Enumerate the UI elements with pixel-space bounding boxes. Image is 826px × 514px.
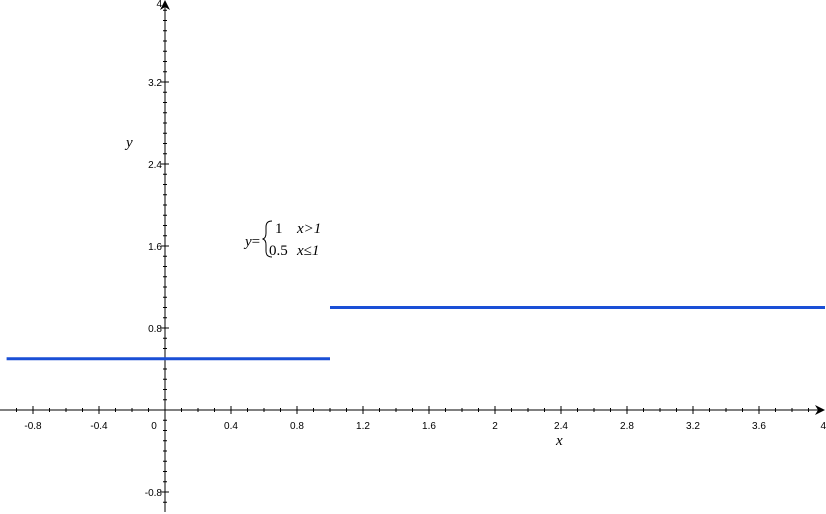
x-axis-label: x <box>555 433 563 449</box>
y-tick-label: 3.2 <box>148 78 162 89</box>
x-tick-label: 0.4 <box>224 421 238 432</box>
x-tick-label: 1.6 <box>422 421 436 432</box>
ticks <box>16 9 809 503</box>
y-tick-label: 4 <box>156 0 162 10</box>
x-tick-label: 4 <box>820 421 826 432</box>
x-tick-label: 2 <box>492 421 498 432</box>
x-tick-label: -0.8 <box>24 421 42 432</box>
x-tick-label: 0 <box>151 421 157 432</box>
y-axis-arrow <box>160 0 170 10</box>
x-axis-arrow <box>815 405 825 415</box>
case-value: 0.5 <box>269 243 288 259</box>
y-axis-label: y <box>124 135 133 151</box>
case-value: 1 <box>275 221 283 237</box>
x-tick-label: 2.4 <box>554 421 568 432</box>
x-tick-label: 3.2 <box>686 421 700 432</box>
series <box>6 306 825 361</box>
x-tick-label: 2.8 <box>620 421 634 432</box>
x-tick-label: 1.2 <box>356 421 370 432</box>
x-tick-label: -0.4 <box>90 421 108 432</box>
equation-brace <box>262 220 273 258</box>
equation-lhs: y= <box>243 234 260 250</box>
x-tick-labels: -0.8 -0.4 0 0.4 0.8 1.2 1.6 2 2.4 2.8 3.2 3.6 4 <box>24 421 826 432</box>
equation-annotation: y= 1 x>1 0.5 x≤1 <box>243 220 321 259</box>
x-tick-label: 0.8 <box>290 421 304 432</box>
case-condition: x>1 <box>296 221 321 237</box>
y-tick-label: 2.4 <box>148 160 162 171</box>
y-tick-label: 1.6 <box>148 242 162 253</box>
x-tick-label: 3.6 <box>752 421 766 432</box>
y-tick-label: -0.8 <box>145 488 163 499</box>
case-condition: x≤1 <box>296 243 319 259</box>
y-tick-label: 0.8 <box>148 324 162 335</box>
y-tick-labels: 0.8 1.6 2.4 3.2 4 -0.8 <box>145 0 163 499</box>
